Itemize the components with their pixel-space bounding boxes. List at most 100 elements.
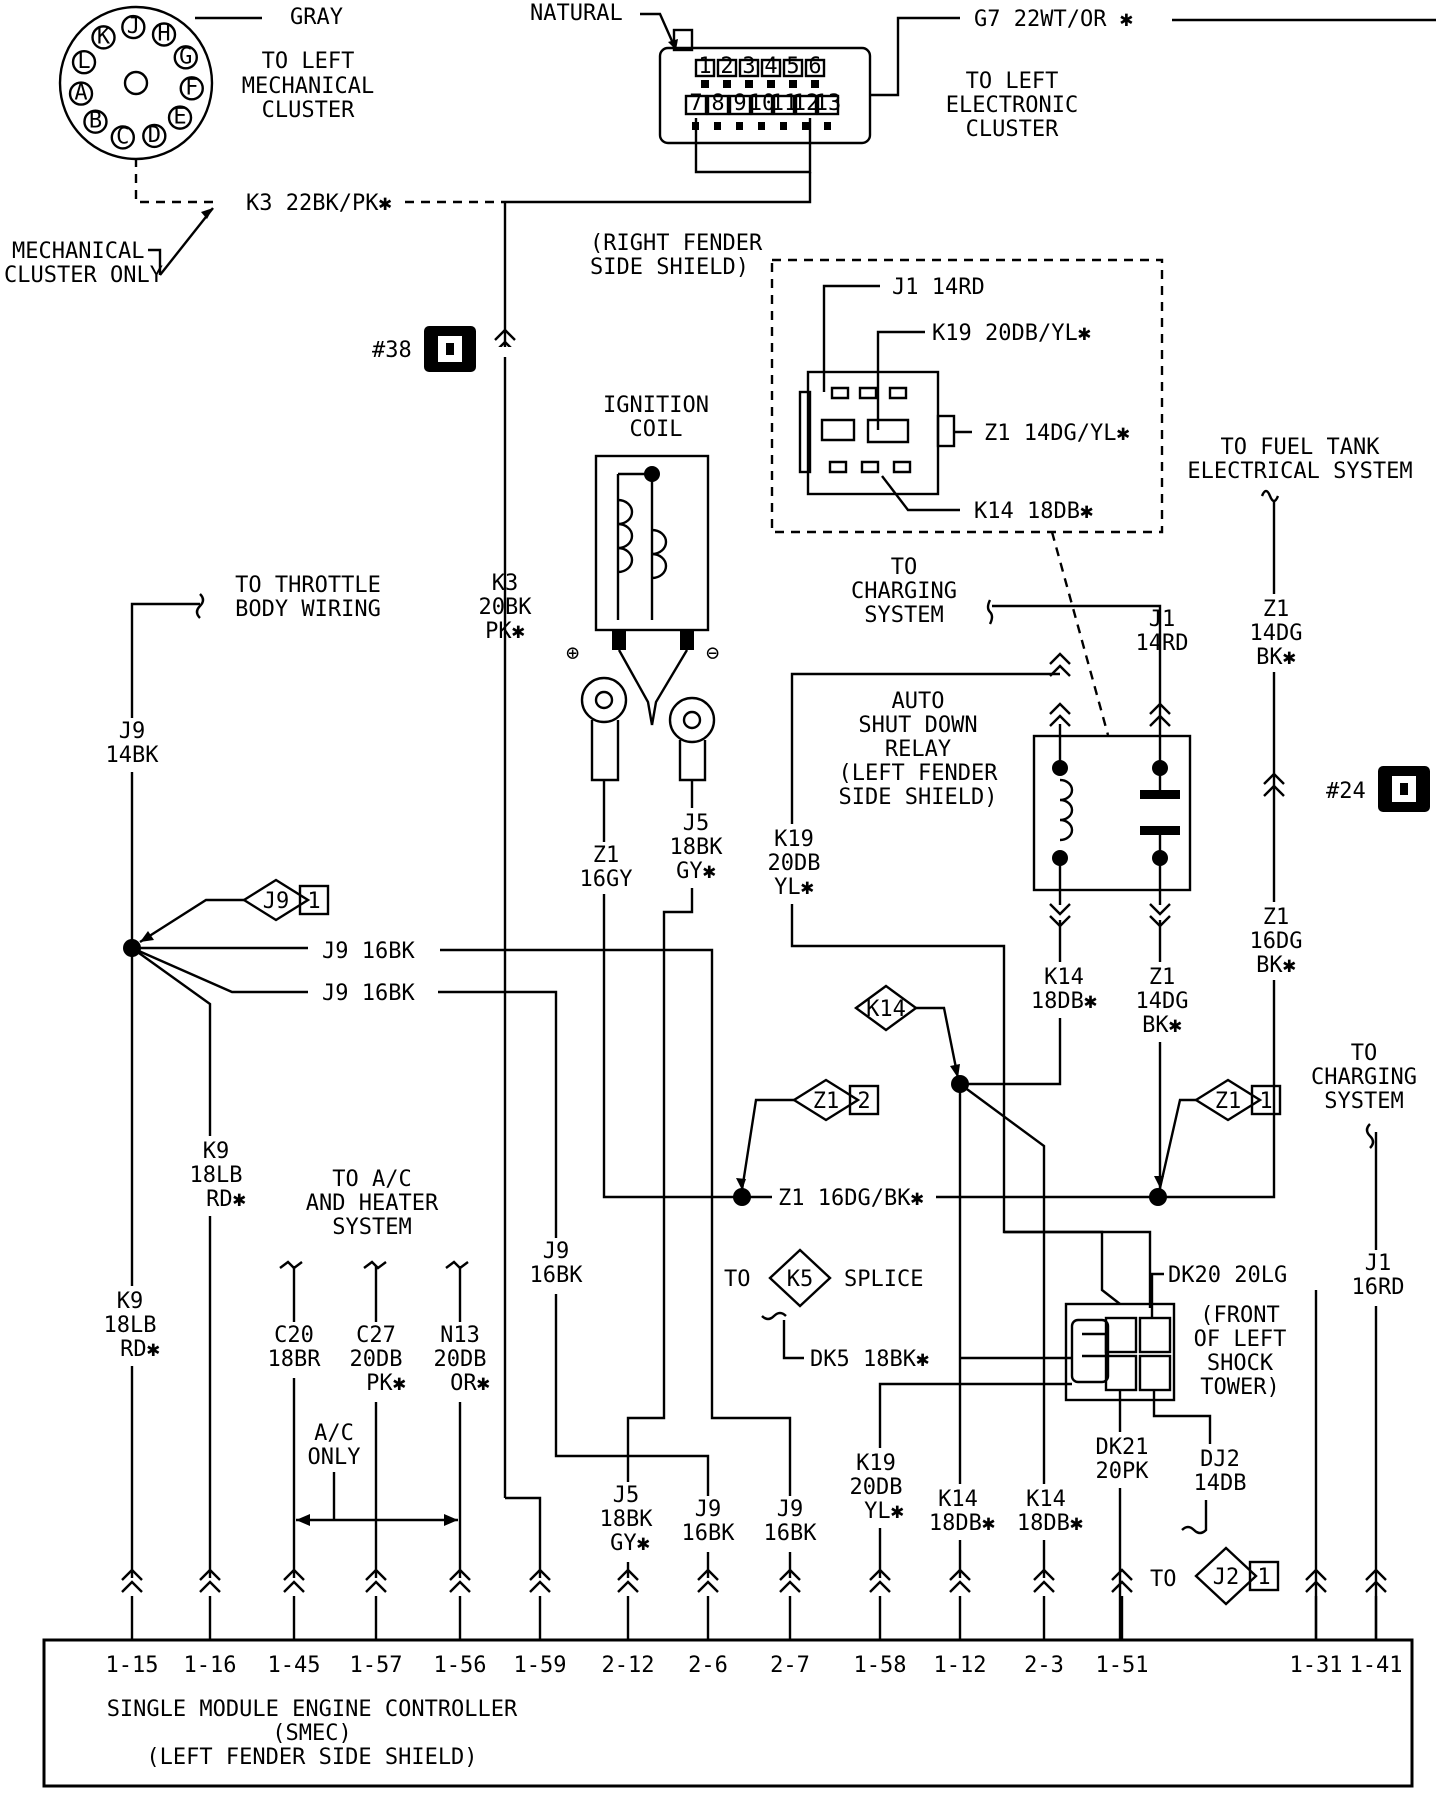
svg-text:K14: K14 xyxy=(938,1487,978,1512)
round-pin-G: G xyxy=(173,44,198,70)
k14-18db-23-label: K14 18DB✱ xyxy=(1017,1487,1083,1536)
asd-relay xyxy=(1032,734,1192,892)
ac-only-label: A/C ONLY xyxy=(308,1421,361,1470)
dk21-20pk-label: DK21 20PK xyxy=(1096,1435,1150,1484)
svg-text:18BR: 18BR xyxy=(268,1347,322,1372)
svg-text:Z1: Z1 xyxy=(1263,597,1290,622)
smec-pin-label: 1-31 xyxy=(1290,1653,1343,1678)
svg-text:Z1: Z1 xyxy=(1215,1089,1242,1114)
svg-text:BODY WIRING: BODY WIRING xyxy=(235,597,381,622)
svg-text:16BK: 16BK xyxy=(530,1263,584,1288)
smec-pin-label: 2-3 xyxy=(1024,1653,1064,1678)
svg-text:C: C xyxy=(116,124,129,149)
svg-text:20BK: 20BK xyxy=(479,595,533,620)
svg-text:DJ2: DJ2 xyxy=(1200,1447,1240,1472)
smec-pin-1-41: 1-41 xyxy=(1350,1568,1403,1678)
svg-text:7: 7 xyxy=(689,91,702,116)
svg-text:(SMEC): (SMEC) xyxy=(272,1721,351,1746)
smec-pin-1-16: 1-16 xyxy=(184,1568,237,1678)
j9-16bk-mid-label: J9 16BK xyxy=(530,1239,584,1288)
svg-text:J9: J9 xyxy=(263,889,290,914)
svg-text:J5: J5 xyxy=(683,811,710,836)
splice-38-icon xyxy=(424,326,476,372)
svg-text:14RD: 14RD xyxy=(1136,631,1189,656)
svg-text:K19: K19 xyxy=(856,1451,896,1476)
dk5-18bk-label: DK5 18BK✱ xyxy=(810,1347,929,1372)
j9-16bk-27-label: J9 16BK xyxy=(764,1497,818,1546)
svg-text:ONLY: ONLY xyxy=(308,1445,361,1470)
k5-splice-label: SPLICE xyxy=(844,1267,923,1292)
svg-text:(LEFT FENDER SIDE SHIELD): (LEFT FENDER SIDE SHIELD) xyxy=(146,1745,477,1770)
right-fender-box xyxy=(770,258,1164,534)
z1-2-tag: Z1 2 xyxy=(791,1078,880,1122)
round-pin-C: C xyxy=(110,124,135,150)
to-charging-system-right-label: TO CHARGING SYSTEM xyxy=(1311,1041,1417,1114)
svg-text:13: 13 xyxy=(815,91,842,116)
svg-text:1: 1 xyxy=(307,889,320,914)
svg-text:Z1: Z1 xyxy=(593,843,620,868)
svg-text:A/C: A/C xyxy=(314,1421,354,1446)
gray-label: GRAY xyxy=(290,5,343,30)
c20-18br-label: C20 18BR xyxy=(268,1323,322,1372)
svg-text:14DG: 14DG xyxy=(1136,989,1189,1014)
svg-text:TO: TO xyxy=(1351,1041,1378,1066)
svg-text:N13: N13 xyxy=(440,1323,480,1348)
to-ac-heater-label: TO A/C AND HEATER SYSTEM xyxy=(306,1167,439,1240)
svg-text:18DB✱: 18DB✱ xyxy=(929,1511,995,1536)
smec-pin-label: 1-41 xyxy=(1350,1653,1403,1678)
svg-text:16BK: 16BK xyxy=(764,1521,818,1546)
j9-14bk-label: J9 14BK xyxy=(106,719,160,768)
round-pin-D: D xyxy=(142,123,167,149)
k3-22bk-pk-label: K3 22BK/PK✱ xyxy=(246,191,392,216)
svg-text:16RD: 16RD xyxy=(1352,1275,1405,1300)
k19-20db-yl-top-label: K19 20DB YL✱ xyxy=(768,827,821,900)
elec-pin-12: 12 xyxy=(793,91,820,130)
z1-16dg-bk-right-label: Z1 16DG BK✱ xyxy=(1250,905,1303,978)
svg-text:TO: TO xyxy=(891,555,918,580)
rf-j1-14rd-label: J1 14RD xyxy=(892,275,985,300)
svg-text:SIDE SHIELD): SIDE SHIELD) xyxy=(590,255,749,280)
coil-minus-icon: ⊖ xyxy=(706,641,719,666)
svg-text:J2: J2 xyxy=(1213,1565,1240,1590)
svg-text:ELECTRONIC: ELECTRONIC xyxy=(946,93,1078,118)
svg-text:2: 2 xyxy=(720,54,733,79)
elec-pin-2: 2 xyxy=(716,54,738,88)
svg-text:K14: K14 xyxy=(1044,965,1084,990)
svg-text:4: 4 xyxy=(764,54,777,79)
smec-pin-2-6: 2-6 xyxy=(688,1568,728,1678)
round-pin-H: H xyxy=(151,22,177,47)
svg-text:RELAY: RELAY xyxy=(885,737,951,762)
front-of-left-shock-tower-label: (FRONT OF LEFT SHOCK TOWER) xyxy=(1194,1303,1287,1400)
svg-text:B: B xyxy=(89,109,102,134)
k9-18lb-rd-upper-label: K9 18LB RD✱ xyxy=(190,1139,246,1212)
svg-text:(LEFT FENDER: (LEFT FENDER xyxy=(839,761,999,786)
svg-text:F: F xyxy=(185,75,198,100)
z1-14dg-bk-relay-label: Z1 14DG BK✱ xyxy=(1136,965,1189,1038)
smec-pin-label: 1-12 xyxy=(934,1653,987,1678)
svg-text:11: 11 xyxy=(771,91,798,116)
right-fender-side-shield-label: (RIGHT FENDER SIDE SHIELD) xyxy=(590,231,763,280)
svg-text:J9: J9 xyxy=(543,1239,570,1264)
svg-text:MECHANICAL: MECHANICAL xyxy=(12,239,144,264)
dj2-14db-label: DJ2 14DB xyxy=(1194,1447,1247,1496)
svg-text:16GY: 16GY xyxy=(580,867,633,892)
svg-text:D: D xyxy=(148,123,161,148)
smec-pin-label: 1-16 xyxy=(184,1653,237,1678)
ignition-coil-label: IGNITION COIL xyxy=(603,393,709,442)
svg-text:K14: K14 xyxy=(866,997,906,1022)
svg-text:TO THROTTLE: TO THROTTLE xyxy=(235,573,381,598)
svg-text:J9: J9 xyxy=(695,1497,722,1522)
z1-16dg-bk-label: Z1 16DG/BK✱ xyxy=(778,1186,924,1211)
svg-text:CHARGING: CHARGING xyxy=(851,579,957,604)
to-left-mechanical-cluster-label: TO LEFT MECHANICAL CLUSTER xyxy=(242,49,374,123)
smec-pin-1-57: 1-57 xyxy=(350,1568,402,1678)
c27-20db-pk-label: C27 20DB PK✱ xyxy=(350,1323,406,1396)
svg-text:OR✱: OR✱ xyxy=(450,1371,490,1396)
svg-text:J5: J5 xyxy=(613,1483,640,1508)
smec-pin-2-12: 2-12 xyxy=(602,1568,654,1678)
svg-text:K14: K14 xyxy=(1026,1487,1066,1512)
j9-16bk-b-label: J9 16BK xyxy=(322,981,415,1006)
svg-text:TO FUEL TANK: TO FUEL TANK xyxy=(1221,435,1381,460)
svg-text:12: 12 xyxy=(793,91,820,116)
